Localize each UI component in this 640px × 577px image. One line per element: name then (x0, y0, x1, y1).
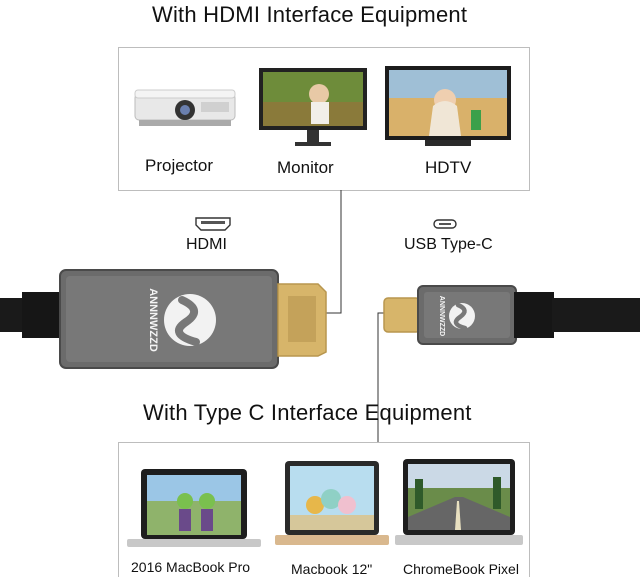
brand-text-right: ANNNWZZD (438, 296, 445, 336)
device-label-hdtv: HDTV (425, 158, 472, 177)
usb-c-plug (383, 297, 421, 333)
laptop-icon (127, 467, 261, 551)
usb-c-label: USB Type-C (404, 236, 493, 253)
hdmi-section-title: With HDMI Interface Equipment (152, 2, 468, 27)
tv-icon (385, 66, 511, 150)
device-label-macbook-pro: 2016 MacBook Pro (131, 559, 251, 575)
hdmi-port-icon (195, 217, 231, 231)
projector-icon (131, 88, 241, 138)
hdmi-strain-relief (22, 292, 62, 338)
laptop-icon (275, 459, 389, 549)
laptop-icon (395, 457, 523, 549)
device-label-projector: Projector (145, 156, 214, 175)
device-label-macbook-12: Macbook 12" (291, 561, 373, 577)
hdmi-devices-panel: Projector Monitor HDTV (118, 47, 530, 191)
type-c-devices-panel: 2016 MacBook Pro Macbook 12" ChromeBook … (118, 442, 530, 577)
usb-c-cord (552, 298, 640, 332)
hdmi-plug-inner (288, 296, 316, 342)
type-c-section-title: With Type C Interface Equipment (143, 400, 472, 425)
device-label-chromebook-pixel: ChromeBook Pixel (403, 561, 519, 577)
usb-c-strain-relief (514, 292, 554, 338)
device-label-monitor: Monitor (277, 158, 334, 177)
monitor-icon (259, 68, 367, 150)
brand-text-left: ANNNWZZD (147, 288, 159, 352)
hdmi-label: HDMI (186, 236, 227, 253)
usb-c-port-icon (433, 219, 457, 229)
